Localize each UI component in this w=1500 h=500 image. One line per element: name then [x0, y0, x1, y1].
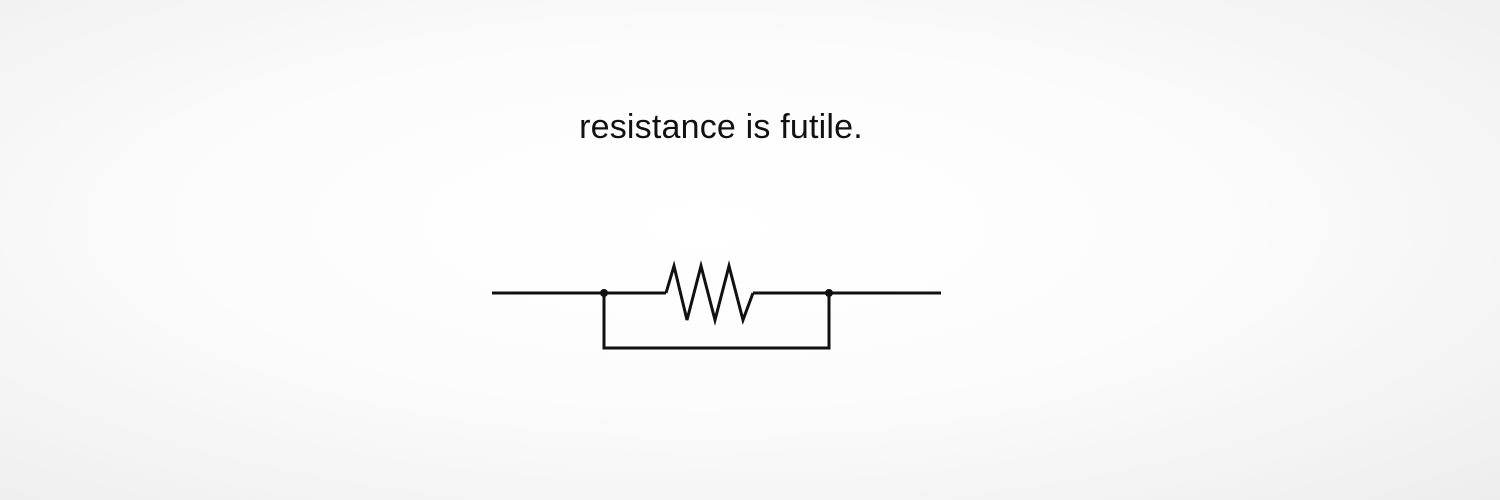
- resistor-zigzag: [664, 260, 755, 326]
- bypass-wire: [602, 293, 831, 350]
- caption-text: resistance is futile.: [579, 108, 863, 146]
- junction-node-right: [825, 289, 833, 297]
- junction-node-left: [600, 289, 608, 297]
